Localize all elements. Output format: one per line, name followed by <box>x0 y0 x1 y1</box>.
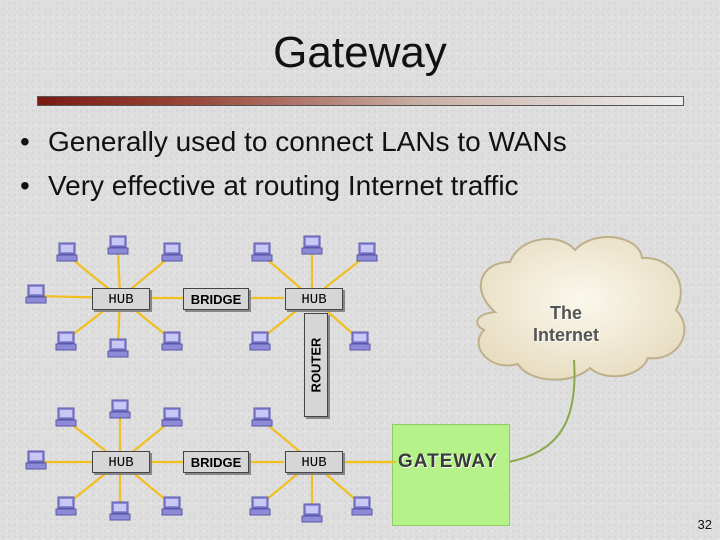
hub-bottom-right: HUB <box>285 451 343 473</box>
bullet-text: Very effective at routing Internet traff… <box>48 170 519 201</box>
gateway-internet-link <box>507 359 576 463</box>
router: ROUTER <box>304 313 328 417</box>
gateway-label: GATEWAY <box>398 451 498 472</box>
bridge-top: BRIDGE <box>183 288 249 310</box>
internet-cloud-label: The Internet <box>508 302 624 346</box>
hub-top-left: HUB <box>92 288 150 310</box>
router-label: ROUTER <box>308 337 324 393</box>
hub-top-right: HUB <box>285 288 343 310</box>
bullet-item: • Very effective at routing Internet traf… <box>20 164 700 208</box>
title-divider-bar <box>37 96 684 106</box>
hub-bottom-left: HUB <box>92 451 150 473</box>
cloud-label-line-1: The <box>549 303 582 323</box>
internet-cloud <box>476 235 686 381</box>
bullet-item: • Generally used to connect LANs to WANs <box>20 120 700 164</box>
cloud-label-line-2: Internet <box>532 325 599 345</box>
bullet-icon: • <box>20 126 30 157</box>
bullet-text: Generally used to connect LANs to WANs <box>48 126 567 157</box>
bridge-bottom: BRIDGE <box>183 451 249 473</box>
slide-title: Gateway <box>273 28 447 77</box>
page-number: 32 <box>697 517 712 532</box>
gateway-device <box>392 424 510 526</box>
bullet-icon: • <box>20 170 30 201</box>
bullet-list: •Generally used to connect LANs to WANs … <box>20 120 700 208</box>
